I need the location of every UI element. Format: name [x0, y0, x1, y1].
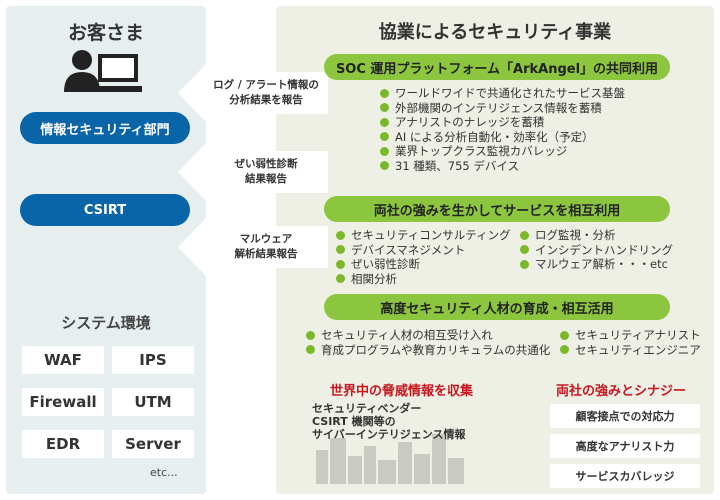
- threat-description: セキュリティベンダー CSIRT 機関等の サイバーインテリジェンス情報: [312, 402, 466, 441]
- synergy-item-1: 顧客接点での対応力: [550, 404, 700, 428]
- threat-heading: 世界中の脅威情報を収集: [330, 384, 474, 399]
- bullet-icon: [520, 245, 529, 255]
- synergy-heading: 両社の強みとシナジー: [556, 384, 687, 399]
- list-item: インシデントハンドリング: [520, 243, 673, 258]
- system-ips: IPS: [112, 346, 194, 374]
- talent-list-1: セキュリティ人材の相互受け入れ 育成プログラムや教育カリキュラムの共通化: [306, 328, 550, 357]
- report-text-3: マルウェア 解析結果報告: [234, 233, 298, 260]
- bullet-icon: [520, 230, 529, 240]
- list-item: ぜい弱性診断: [336, 257, 511, 272]
- bullet-icon: [306, 345, 315, 355]
- security-department: 情報セキュリティ部門: [20, 112, 190, 144]
- systems-etc: etc...: [150, 466, 178, 479]
- system-firewall: Firewall: [22, 388, 104, 416]
- list-item: セキュリティエンジニア: [560, 343, 701, 358]
- bullet-icon: [560, 345, 569, 355]
- system-environment-title: システム環境: [61, 314, 151, 332]
- services-heading: 両社の強みを生かしてサービスを相互利用: [324, 196, 670, 222]
- bullet-icon: [336, 274, 345, 284]
- talent-heading: 高度セキュリティ人材の育成・相互活用: [324, 294, 670, 320]
- bullet-icon: [336, 259, 345, 269]
- list-item: セキュリティアナリスト: [560, 328, 701, 343]
- bullet-icon: [336, 245, 345, 255]
- talent-list-2: セキュリティアナリスト セキュリティエンジニア: [560, 328, 701, 357]
- list-item: 相関分析: [336, 272, 511, 287]
- list-item: AI による分析自動化・効率化（予定）: [380, 130, 625, 145]
- list-item: セキュリティ人材の相互受け入れ: [306, 328, 550, 343]
- platform-heading: SOC 運用プラットフォーム「ArkAngel」の共同利用: [324, 54, 670, 80]
- system-utm: UTM: [112, 388, 194, 416]
- bullet-icon: [380, 117, 389, 127]
- bullet-icon: [380, 161, 389, 171]
- bullet-icon: [380, 88, 389, 98]
- list-item: アナリストのナレッジを蓄積: [380, 115, 625, 130]
- list-item: 外部機関のインテリジェンス情報を蓄積: [380, 101, 625, 116]
- system-waf: WAF: [22, 346, 104, 374]
- bullet-icon: [380, 103, 389, 113]
- synergy-item-3: サービスカバレッジ: [550, 464, 700, 488]
- collaboration-title: 協業によるセキュリティ事業: [378, 22, 612, 43]
- bullet-icon: [306, 330, 315, 340]
- bullet-icon: [336, 230, 345, 240]
- customer-title: お客さま: [67, 22, 144, 44]
- report-text-1: ログ / アラート情報の 分析結果を報告: [213, 79, 319, 106]
- list-item: 育成プログラムや教育カリキュラムの共通化: [306, 343, 550, 358]
- person-computer-icon: [64, 50, 142, 92]
- report-arrow-2: [178, 143, 328, 201]
- list-item: 業界トップクラス監視カバレッジ: [380, 144, 625, 159]
- bullet-icon: [560, 330, 569, 340]
- bullet-icon: [520, 259, 529, 269]
- list-item: デバイスマネジメント: [336, 243, 511, 258]
- synergy-item-2: 高度なアナリスト力: [550, 434, 700, 458]
- city-skyline-icon: [316, 434, 464, 484]
- services-list-1: セキュリティコンサルティング デバイスマネジメント ぜい弱性診断 相関分析: [336, 228, 511, 286]
- system-edr: EDR: [22, 430, 104, 458]
- list-item: ログ監視・分析: [520, 228, 673, 243]
- list-item: セキュリティコンサルティング: [336, 228, 511, 243]
- list-item: マルウェア解析・・・etc: [520, 257, 673, 272]
- list-item: 31 種類、755 デバイス: [380, 159, 625, 174]
- list-item: ワールドワイドで共通化されたサービス基盤: [380, 86, 625, 101]
- report-arrow-3: [178, 218, 328, 276]
- platform-list: ワールドワイドで共通化されたサービス基盤 外部機関のインテリジェンス情報を蓄積 …: [380, 86, 625, 173]
- bullet-icon: [380, 132, 389, 142]
- report-arrow-1: [178, 64, 328, 122]
- csirt: CSIRT: [20, 194, 190, 226]
- report-text-2: ぜい弱性診断 結果報告: [234, 158, 298, 185]
- bullet-icon: [380, 146, 389, 156]
- services-list-2: ログ監視・分析 インシデントハンドリング マルウェア解析・・・etc: [520, 228, 673, 272]
- system-server: Server: [112, 430, 194, 458]
